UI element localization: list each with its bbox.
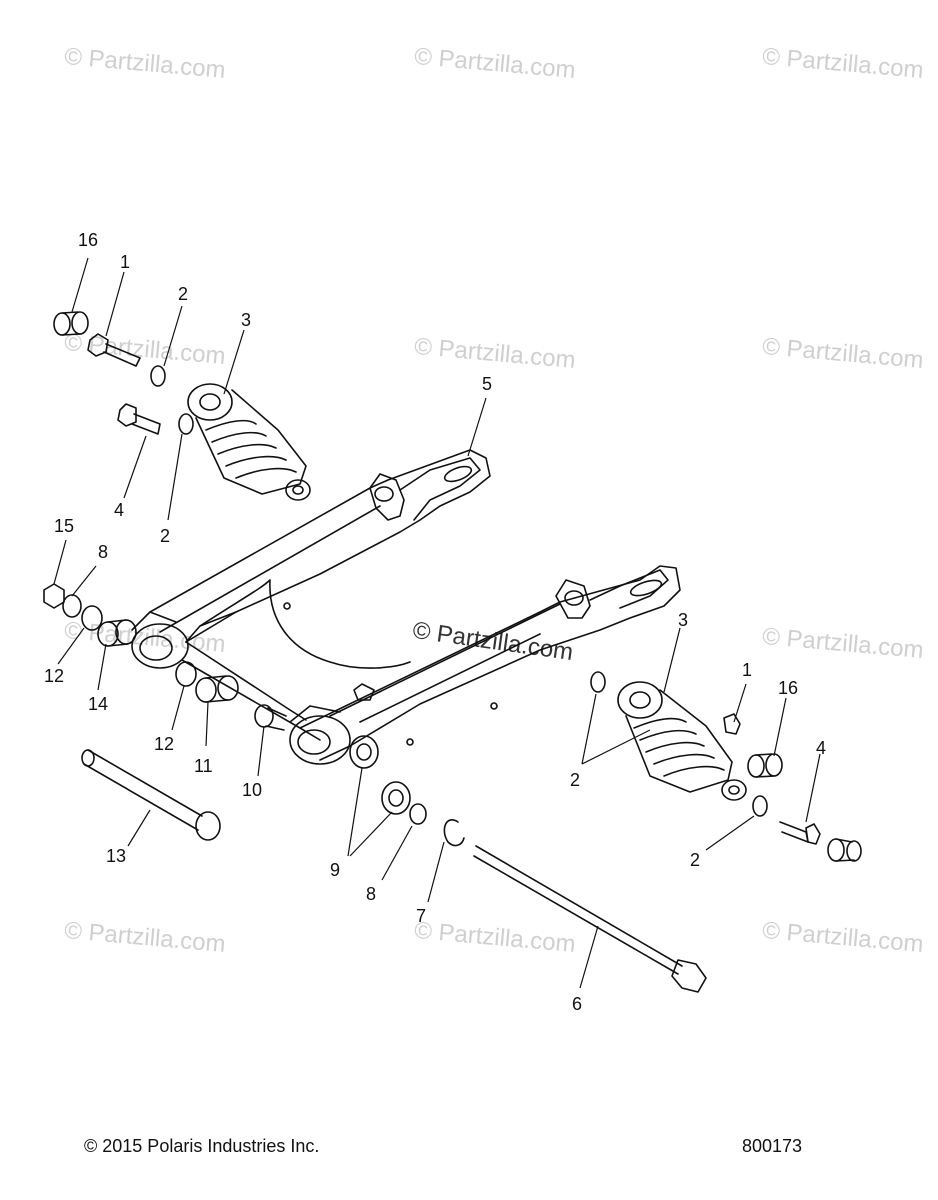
callout-8: 8 xyxy=(98,542,109,562)
callout-4: 4 xyxy=(816,738,827,758)
callout-15: 15 xyxy=(54,516,75,536)
callout-12: 12 xyxy=(44,666,65,686)
seal-12-center xyxy=(176,662,196,686)
seal-12-left xyxy=(82,606,102,630)
washer-2 xyxy=(179,414,193,434)
callout-8: 8 xyxy=(366,884,377,904)
callout-12: 12 xyxy=(154,734,175,754)
callout-3: 3 xyxy=(678,610,689,630)
callout-2: 2 xyxy=(570,770,581,790)
pivot-shaft-13 xyxy=(82,750,220,840)
callout-2: 2 xyxy=(160,526,171,546)
axle-bolt-6 xyxy=(474,846,706,992)
callout-6: 6 xyxy=(572,994,583,1014)
callout-16: 16 xyxy=(778,678,799,698)
nut-15 xyxy=(44,584,64,608)
bushing-16-left xyxy=(54,312,88,335)
callout-13: 13 xyxy=(106,846,127,866)
bolt-1-right xyxy=(724,714,740,734)
cap xyxy=(828,839,861,861)
bushing-14 xyxy=(98,620,136,646)
copyright-text: © 2015 Polaris Industries Inc. xyxy=(84,1136,320,1156)
bushing-16-right xyxy=(748,754,782,777)
callout-11: 11 xyxy=(194,756,213,776)
swing-arm xyxy=(132,450,680,764)
callout-7: 7 xyxy=(416,906,427,926)
callout-16: 16 xyxy=(78,230,99,250)
callout-3: 3 xyxy=(241,310,252,330)
washer-2 xyxy=(753,796,767,816)
callout-14: 14 xyxy=(88,694,109,714)
bushing-11 xyxy=(196,676,238,702)
bolt-4-right xyxy=(780,822,820,844)
leader-lines xyxy=(54,258,820,988)
snap-ring-7 xyxy=(444,820,464,846)
callout-10: 10 xyxy=(242,780,263,800)
bolt-4-left xyxy=(118,404,160,434)
shock-absorber-left xyxy=(188,384,310,500)
callout-9: 9 xyxy=(330,860,341,880)
bearing-9 xyxy=(382,782,410,814)
washer-2 xyxy=(151,366,165,386)
shock-absorber-right xyxy=(618,682,746,800)
ring-8-left xyxy=(63,595,81,617)
callout-2: 2 xyxy=(690,850,701,870)
callout-5: 5 xyxy=(482,374,493,394)
figure-id: 800173 xyxy=(742,1136,803,1156)
callout-1: 1 xyxy=(742,660,753,680)
bearing-9 xyxy=(350,736,378,768)
callout-2: 2 xyxy=(178,284,189,304)
callout-1: 1 xyxy=(120,252,131,272)
washer-2 xyxy=(591,672,605,692)
ring-8-right xyxy=(410,804,426,824)
bolt-1-left xyxy=(88,334,140,366)
callout-4: 4 xyxy=(114,500,125,520)
